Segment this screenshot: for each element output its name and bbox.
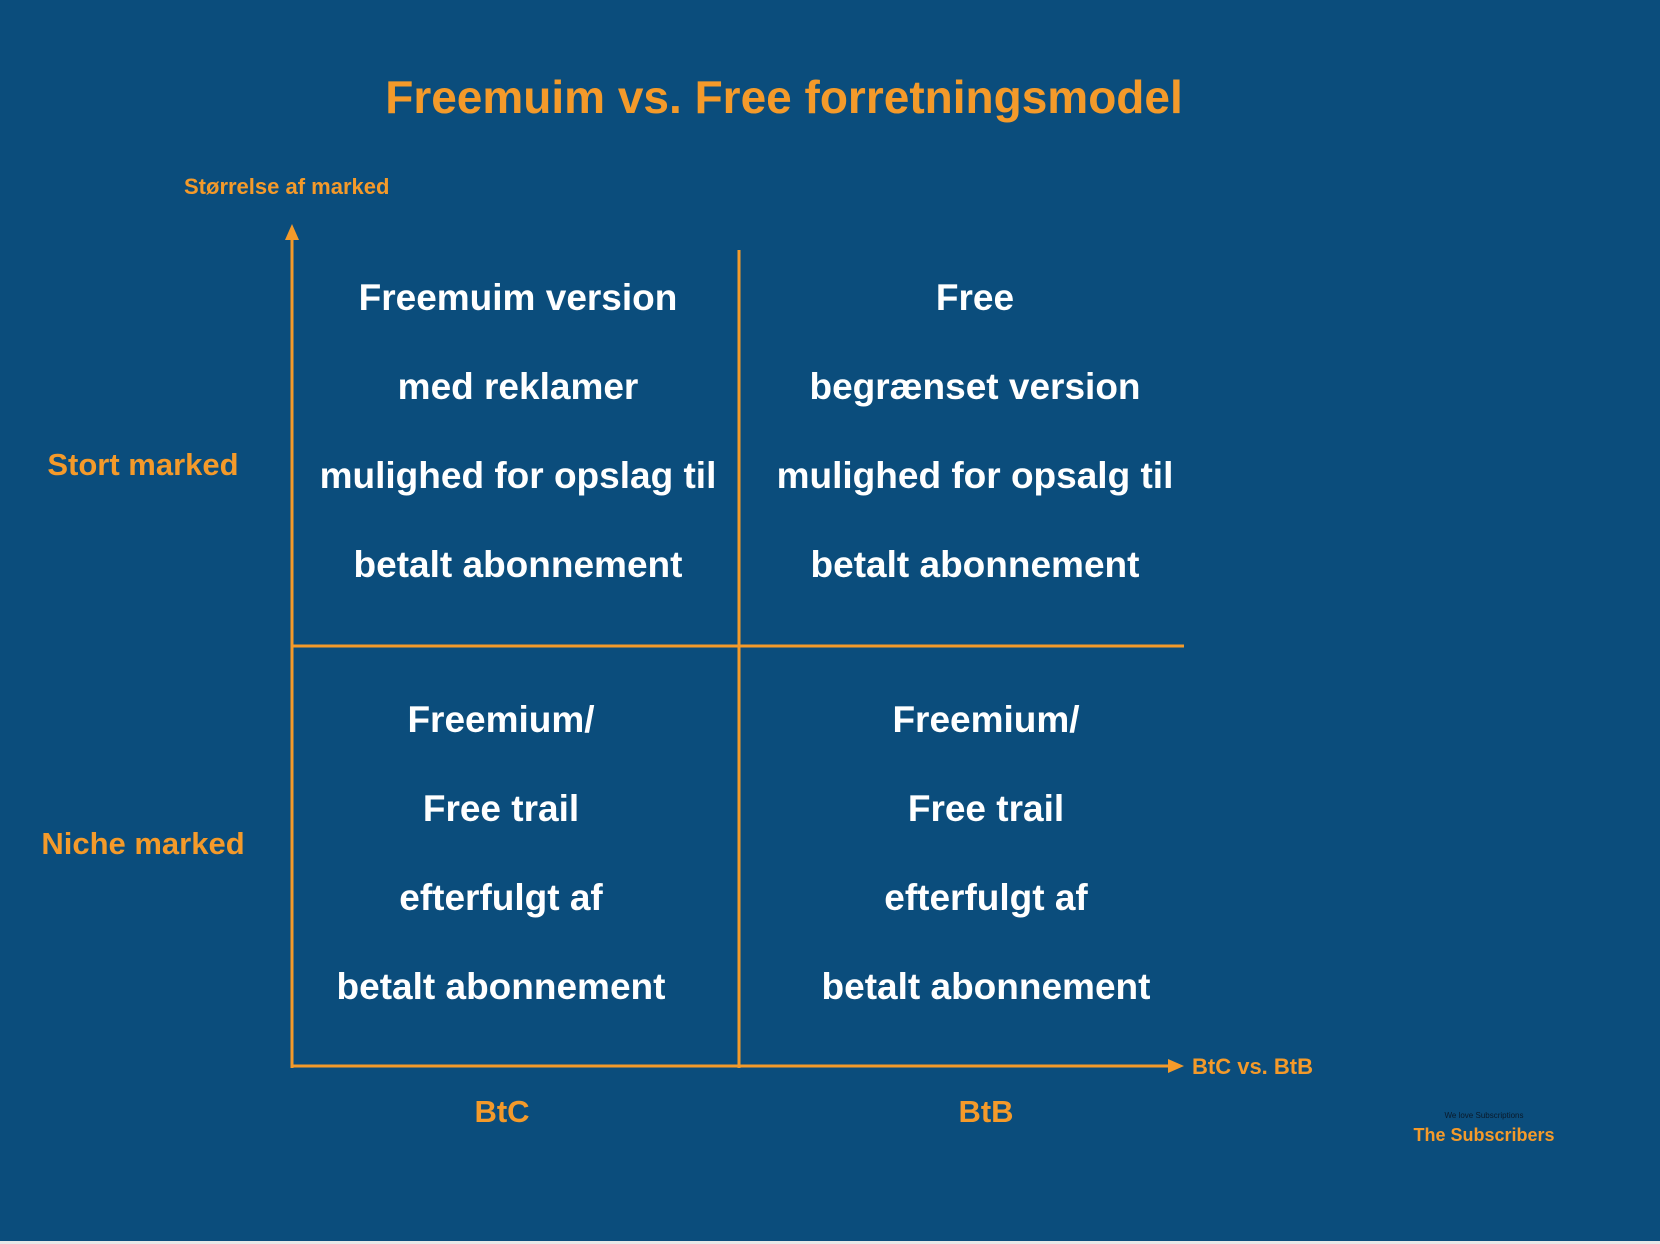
quadrant-text-line: efterfulgt af bbox=[399, 877, 603, 918]
quadrant-text-line: Freemuim version bbox=[358, 277, 678, 318]
col-label-btc: BtC bbox=[474, 1094, 530, 1129]
quadrant-text-line: betalt abonnement bbox=[336, 966, 666, 1007]
x-axis-arrowhead bbox=[1168, 1059, 1184, 1073]
page-title: Freemuim vs. Free forretningsmodel bbox=[385, 71, 1183, 123]
y-axis-label: Størrelse af marked bbox=[184, 174, 390, 199]
quadrant-text-line: betalt abonnement bbox=[821, 966, 1151, 1007]
quadrant-text-line: begrænset version bbox=[809, 366, 1141, 407]
quadrant-text-line: mulighed for opslag til bbox=[319, 455, 717, 496]
quadrant-text-line: med reklamer bbox=[397, 366, 639, 407]
quadrant-text-line: Free bbox=[935, 277, 1015, 318]
quadrant-bottom-right: Freemium/ Free trail efterfulgt af betal… bbox=[766, 675, 1206, 1031]
brand-logo: The Subscribers bbox=[1413, 1125, 1555, 1145]
quadrant-text-line: mulighed for opsalg til bbox=[776, 455, 1174, 496]
quadrant-text-line: betalt abonnement bbox=[810, 544, 1140, 585]
quadrant-text-line: Freemium/ bbox=[892, 699, 1080, 740]
row-label-stort-marked: Stort marked bbox=[47, 447, 239, 482]
quadrant-text-line: Freemium/ bbox=[407, 699, 595, 740]
bottom-strip bbox=[0, 1241, 1660, 1244]
quadrant-top-right: Free begrænset version mulighed for opsa… bbox=[755, 253, 1195, 609]
brand-tagline: We love Subscriptions bbox=[1444, 1111, 1524, 1120]
col-label-btb: BtB bbox=[958, 1094, 1014, 1129]
y-axis-arrowhead bbox=[285, 224, 299, 240]
quadrant-text-line: efterfulgt af bbox=[884, 877, 1088, 918]
quadrant-text-line: betalt abonnement bbox=[353, 544, 683, 585]
quadrant-text-line: Free trail bbox=[422, 788, 580, 829]
quadrant-top-left: Freemuim version med reklamer mulighed f… bbox=[298, 253, 738, 609]
quadrant-bottom-left: Freemium/ Free trail efterfulgt af betal… bbox=[281, 675, 721, 1031]
x-axis-label: BtC vs. BtB bbox=[1192, 1054, 1314, 1079]
quadrant-text-line: Free trail bbox=[907, 788, 1065, 829]
row-label-niche-marked: Niche marked bbox=[41, 826, 245, 861]
